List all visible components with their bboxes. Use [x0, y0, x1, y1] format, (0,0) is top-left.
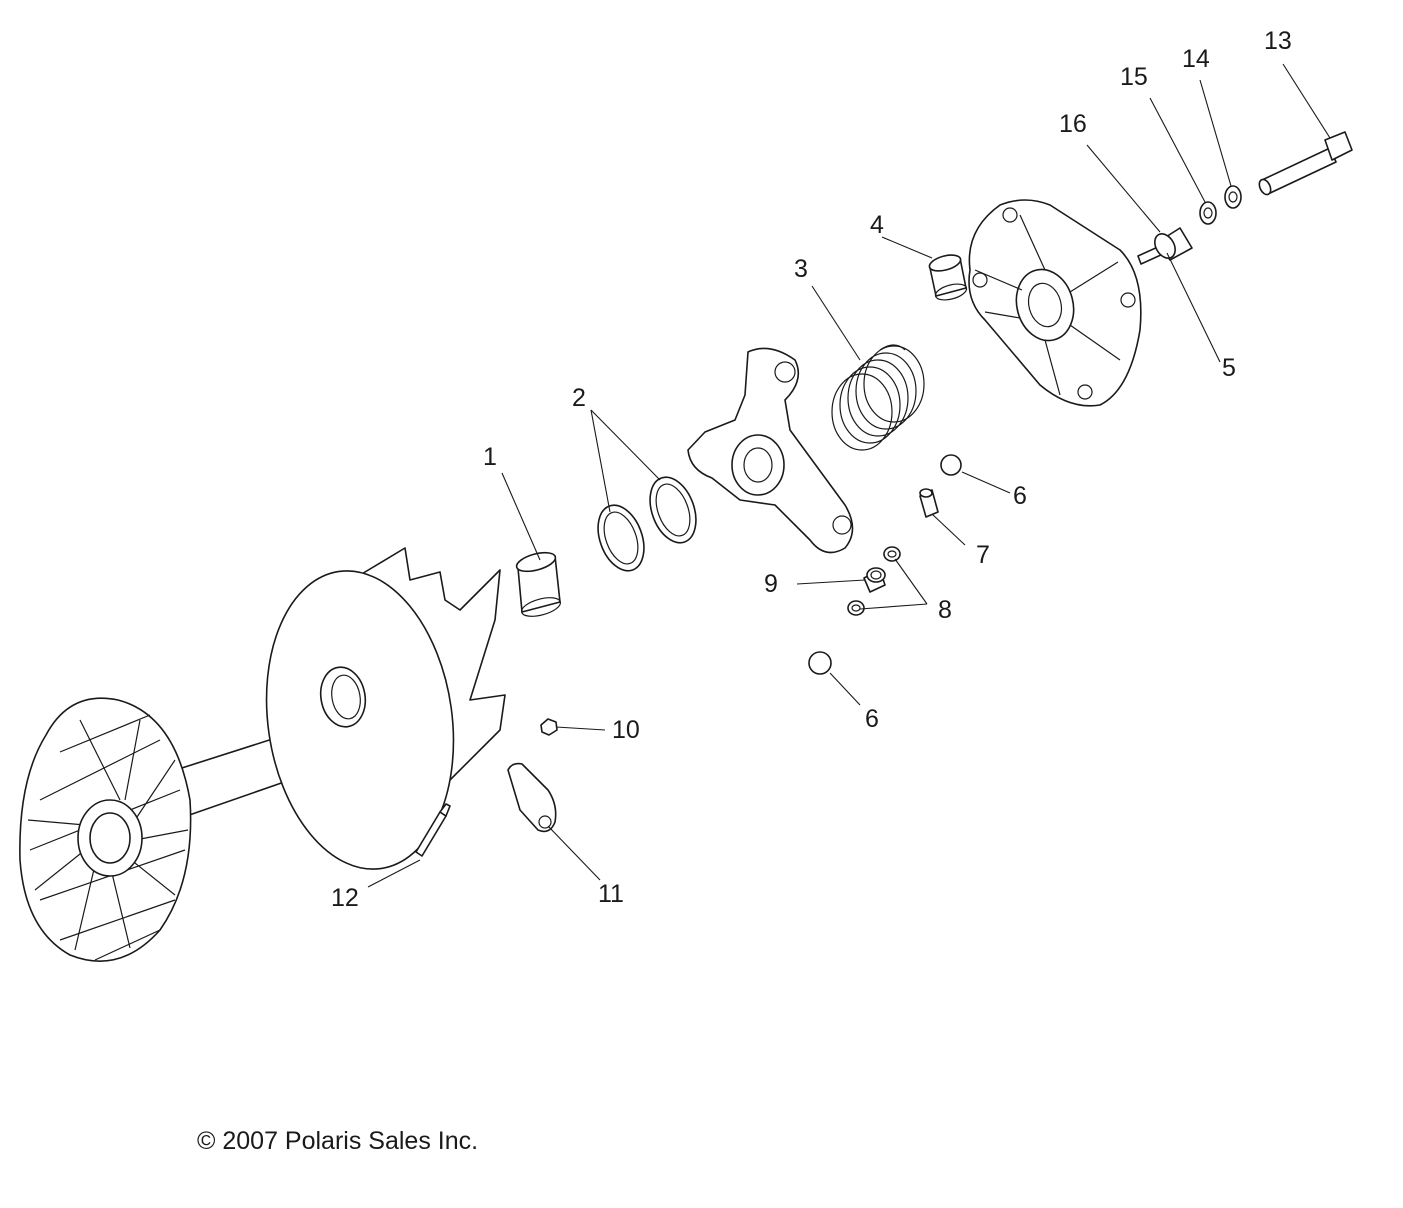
- part-13-bolt: [1258, 131, 1353, 196]
- part-10-nut: [540, 718, 558, 736]
- spider: [687, 347, 854, 554]
- callout-1: 1: [483, 443, 497, 471]
- part-15-washer: [1199, 201, 1217, 225]
- part-7-pin: [919, 488, 939, 518]
- callout-3: 3: [794, 255, 808, 283]
- fan-sheave-assembly: [19, 697, 301, 962]
- part-4-bushing: [928, 254, 968, 301]
- callout-14: 14: [1182, 45, 1210, 73]
- part-14-washer: [1224, 185, 1242, 209]
- callout-6-lower: 6: [865, 705, 879, 733]
- callout-13: 13: [1264, 27, 1292, 55]
- leader-lines: [367, 63, 1331, 888]
- callout-8: 8: [938, 596, 952, 624]
- part-6-roller-lower: [808, 651, 832, 675]
- callout-6-upper: 6: [1013, 482, 1027, 510]
- part-1-bushing: [515, 551, 562, 617]
- callout-11: 11: [598, 880, 624, 908]
- part-12-pin: [415, 803, 451, 857]
- callout-10: 10: [612, 716, 640, 744]
- part-6-roller-upper: [940, 454, 962, 476]
- callout-7: 7: [976, 541, 990, 569]
- part-16-bushing: [1154, 227, 1193, 261]
- part-2-shims: [597, 476, 697, 572]
- callout-16: 16: [1059, 110, 1087, 138]
- copyright-notice: © 2007 Polaris Sales Inc.: [197, 1127, 479, 1155]
- part-8-washers: [847, 546, 901, 616]
- callout-2: 2: [572, 384, 586, 412]
- part-9-bushing: [863, 567, 886, 593]
- cover: [968, 199, 1142, 407]
- callout-4: 4: [870, 211, 884, 239]
- callout-9: 9: [764, 570, 778, 598]
- part-3-spring: [831, 344, 925, 451]
- callout-12: 12: [331, 884, 359, 912]
- part-11-weight: [507, 762, 557, 833]
- moveable-sheave: [265, 547, 506, 870]
- callout-15: 15: [1120, 63, 1148, 91]
- callout-5: 5: [1222, 354, 1236, 382]
- callout-labels: 1 2 3 4 5 6 6 7 8 9 10 11 12 13 14 15 16: [331, 27, 1292, 912]
